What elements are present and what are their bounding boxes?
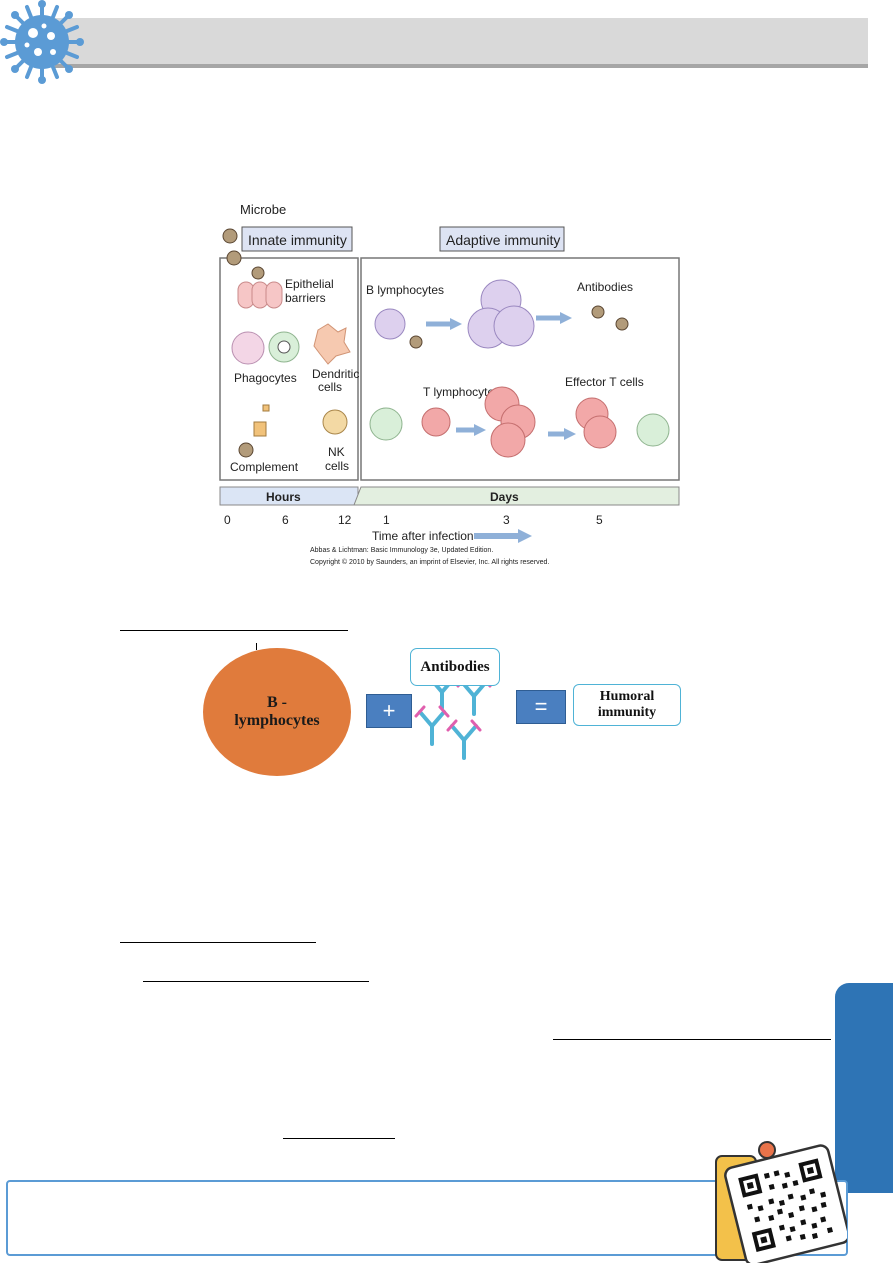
- days-bar: [353, 486, 680, 506]
- innate-panel: [219, 257, 359, 481]
- epithelial-label-2: barriers: [285, 291, 326, 305]
- footer-box: [6, 1180, 848, 1256]
- time-after-infection-label: Time after infection: [372, 529, 474, 543]
- nk-cell-icon: [322, 409, 348, 435]
- plus-box: +: [366, 694, 412, 728]
- blank-underline-5: [283, 1138, 395, 1139]
- dendritic-cell-icon: [313, 323, 351, 365]
- antibody-icons: [414, 672, 492, 760]
- humoral-label-2: immunity: [597, 705, 657, 720]
- tick-3: 3: [503, 513, 510, 527]
- antibodies-label: Antibodies: [420, 658, 490, 675]
- side-tab: [835, 983, 893, 1193]
- b-cell-clones-icon: [467, 279, 535, 349]
- cursor-mark: [256, 643, 257, 650]
- humoral-immunity-box: Humoral immunity: [573, 684, 681, 726]
- b-lymphocyte-icon: [374, 308, 406, 340]
- nk-label-1: NK: [328, 445, 345, 459]
- complement-label: Complement: [230, 460, 299, 474]
- tick-1: 1: [383, 513, 390, 527]
- blank-underline-4: [553, 1039, 831, 1040]
- innate-title-box: [241, 226, 353, 252]
- blank-underline-3: [143, 981, 369, 982]
- adaptive-title-box: [439, 226, 565, 252]
- effector-t-label: Effector T cells: [565, 375, 644, 389]
- microbe-label: Microbe: [240, 202, 286, 217]
- header-bar: [55, 18, 868, 68]
- blank-underline-2: [120, 942, 316, 943]
- b-lymphocytes-label: B lymphocytes: [366, 283, 444, 297]
- t-lymphocyte-icon: [421, 407, 451, 437]
- pin-icon: [758, 1141, 776, 1159]
- credit-line-2: Copyright © 2010 by Saunders, an imprint…: [310, 558, 549, 566]
- microbe-icon: [222, 228, 242, 266]
- equals-sign: =: [534, 694, 548, 719]
- complement-icon: [238, 404, 270, 458]
- credit-line-1: Abbas & Lichtman: Basic Immunology 3e, U…: [310, 547, 493, 554]
- equals-box: =: [516, 690, 566, 724]
- epithelial-icon: [237, 281, 283, 309]
- b-lymphocytes-circle: B - lymphocytes: [203, 648, 351, 776]
- days-label: Days: [490, 490, 519, 504]
- plus-sign: +: [382, 698, 396, 723]
- adaptive-title: Adaptive immunity: [446, 232, 560, 248]
- tick-12: 12: [338, 513, 352, 527]
- time-arrow-icon: [518, 529, 532, 543]
- epithelial-label-1: Epithelial: [285, 277, 334, 291]
- immunity-timeline-figure: Microbe Innate immunity Adaptive immunit…: [219, 202, 680, 566]
- t-cell-clones-icon: [484, 386, 536, 458]
- innate-title: Innate immunity: [248, 232, 347, 248]
- phagocytes-label: Phagocytes: [234, 371, 297, 385]
- t-lymphocytes-label: T lymphocytes: [423, 385, 500, 399]
- humoral-label-1: Humoral: [599, 689, 655, 704]
- tick-0: 0: [224, 513, 231, 527]
- hours-label: Hours: [266, 490, 301, 504]
- dendritic-label-1: Dendritic: [312, 367, 359, 381]
- b-cell-label-2: lymphocytes: [234, 712, 320, 729]
- tick-5: 5: [596, 513, 603, 527]
- blank-underline: [120, 630, 348, 631]
- antibodies-label-box: Antibodies: [410, 648, 500, 686]
- dendritic-label-2: cells: [318, 380, 342, 394]
- phagocytes-icon: [231, 331, 300, 365]
- qr-code-icon: [738, 1158, 833, 1252]
- b-cell-label-1: B -: [267, 694, 287, 711]
- tick-6: 6: [282, 513, 289, 527]
- nk-label-2: cells: [325, 459, 349, 473]
- virus-icon: [0, 0, 84, 84]
- antibodies-figure-label: Antibodies: [577, 280, 633, 294]
- qr-code-card: [715, 1141, 847, 1263]
